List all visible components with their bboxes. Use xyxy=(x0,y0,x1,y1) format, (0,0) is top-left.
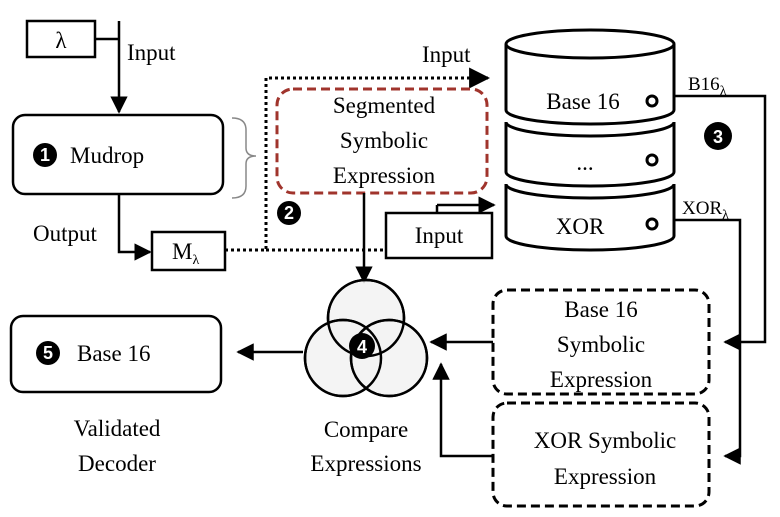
db-xor-dot-icon xyxy=(645,217,659,231)
db-base16-label: Base 16 xyxy=(546,89,619,114)
xor-lambda-label: XORλ xyxy=(682,198,729,223)
base16-sym-line-3: Expression xyxy=(550,367,653,392)
database-stack xyxy=(504,28,676,252)
step-3-number: 3 xyxy=(713,127,723,147)
input-box-label: Input xyxy=(415,223,464,248)
lambda-node: λ xyxy=(25,19,97,59)
db-dots-dot-icon xyxy=(645,153,659,167)
output-arrow xyxy=(117,194,152,261)
step-1-number: 1 xyxy=(40,145,50,165)
input-box-node: Input xyxy=(384,211,494,260)
m-lambda-label: Mλ xyxy=(172,239,199,268)
step-5-marker xyxy=(36,341,60,365)
step-4-marker xyxy=(349,333,375,359)
compare-caption-line-1: Compare xyxy=(324,417,408,442)
segmented-line-2: Symbolic xyxy=(340,128,428,153)
b16-output-arrow xyxy=(674,94,767,351)
base16-symbolic-node: Base 16 Symbolic Expression xyxy=(491,288,711,396)
input-label-top-left: Input xyxy=(127,40,176,65)
db-base16-dot-icon xyxy=(645,94,659,108)
db-xor-label: XOR xyxy=(556,214,605,239)
brace-connector xyxy=(231,117,257,199)
validated-caption-line-2: Decoder xyxy=(78,451,156,476)
validated-caption-line-1: Validated xyxy=(74,416,161,441)
xor-sym-line-2: Expression xyxy=(554,464,657,489)
segmented-line-1: Segmented xyxy=(333,93,436,118)
compare-caption-line-2: Expressions xyxy=(310,451,421,476)
output-label: Output xyxy=(33,221,98,246)
segmented-expression-node: Segmented Symbolic Expression xyxy=(275,87,489,195)
validated-decoder-node: 5 Base 16 xyxy=(9,314,223,394)
mudrop-label: Mudrop xyxy=(70,143,144,168)
db-dots-label: ... xyxy=(576,150,593,175)
base16-sym-line-1: Base 16 xyxy=(564,297,637,322)
step-5-number: 5 xyxy=(43,343,53,363)
xor-to-compare-arrow xyxy=(432,362,493,458)
xor-output-arrow xyxy=(674,218,742,465)
input-label-top-mid: Input xyxy=(422,42,471,67)
step-4-number: 4 xyxy=(357,337,367,357)
b16-lambda-label: B16λ xyxy=(688,74,727,99)
m-lambda-node: Mλ xyxy=(150,230,227,272)
step-3-marker xyxy=(704,122,732,150)
step-2-marker xyxy=(277,201,301,225)
segmented-line-3: Expression xyxy=(333,163,436,188)
xor-symbolic-node: XOR Symbolic Expression xyxy=(491,401,711,508)
lambda-label: λ xyxy=(55,28,67,53)
dotted-input-path-top xyxy=(225,67,491,252)
step-2-number: 2 xyxy=(284,203,294,223)
base16-sym-line-2: Symbolic xyxy=(557,332,645,357)
xor-sym-line-1: XOR Symbolic xyxy=(534,428,676,453)
validated-label: Base 16 xyxy=(77,341,150,366)
mudrop-node: 1 Mudrop xyxy=(11,113,225,196)
step-1-marker xyxy=(33,143,57,167)
